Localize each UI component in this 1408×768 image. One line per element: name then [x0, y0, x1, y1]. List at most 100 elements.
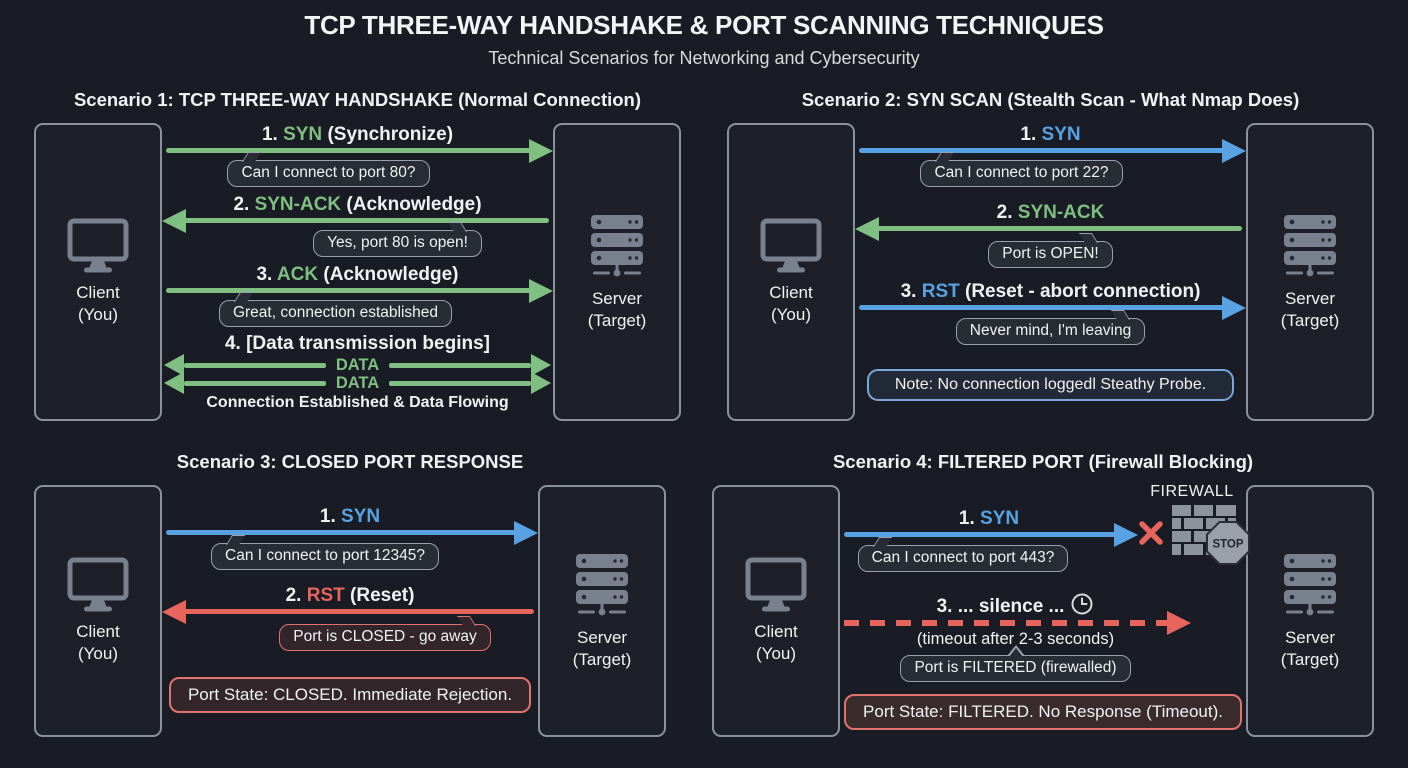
scenario-3: Scenario 3: CLOSED PORT RESPONSE Client …: [34, 451, 667, 737]
data-arrow: DATA: [164, 354, 552, 376]
arrow-head: [529, 279, 553, 303]
firewall: FIREWALL: [1132, 483, 1252, 585]
step-description: (Reset - abort connection): [965, 281, 1201, 302]
port-state-filtered: Port State: FILTERED. No Response (Timeo…: [844, 694, 1242, 730]
server-label: Server (Target): [1281, 288, 1340, 332]
syn-arrow: [842, 523, 1138, 547]
data-label: DATA: [335, 356, 380, 374]
step-label-ack: 3. ACK (Acknowledge): [164, 263, 551, 287]
step-keyword: SYN-ACK: [1017, 202, 1105, 223]
server-label-line2: (Target): [572, 649, 632, 669]
arrow-line: [166, 530, 517, 535]
scenario-1-title: Scenario 1: TCP THREE-WAY HANDSHAKE (Nor…: [73, 89, 642, 110]
client-label-line1: Client: [76, 283, 120, 302]
scenario-1-flow: 1. SYN (Synchronize) Can I connect to po…: [162, 123, 553, 421]
client-label: Client (You): [76, 282, 119, 326]
bubble-row: Port is OPEN!: [857, 233, 1244, 268]
note-row: Note: No connection loggedl Steathy Prob…: [857, 369, 1244, 401]
server-label-line2: (Target): [587, 310, 647, 330]
step-keyword: ACK: [276, 264, 319, 285]
step-label-syn: 1. SYN: [842, 507, 1136, 531]
arrow-line: [184, 218, 549, 223]
arrow-head: [162, 600, 186, 624]
silence-text: 3. ... silence ...: [936, 596, 1065, 617]
synack-arrow: [855, 217, 1244, 241]
port-state-closed: Port State: CLOSED. Immediate Rejection.: [168, 677, 532, 713]
client-label-line2: (You): [770, 305, 811, 324]
server-box: Server (Target): [538, 485, 667, 737]
step-keyword: RST: [306, 585, 345, 606]
server-icon: [1284, 553, 1336, 615]
step-label-syn: 1. SYN: [164, 505, 536, 529]
client-label-line2: (You): [77, 644, 118, 663]
blocked-x-icon: [1139, 521, 1163, 545]
server-label: Server (Target): [588, 288, 647, 332]
arrow-head: [164, 354, 184, 376]
step-number: 1.: [319, 506, 336, 527]
step-label-synack: 2. SYN-ACK: [857, 201, 1244, 225]
step-label-syn: 1. SYN: [857, 123, 1244, 147]
arrow-line: [859, 305, 1224, 310]
stealth-note: Note: No connection loggedl Steathy Prob…: [867, 369, 1234, 401]
speech-bubble: Can I connect to port 12345?: [211, 543, 439, 570]
monitor-icon: [67, 557, 129, 612]
speech-bubble: Can I connect to port 443?: [857, 545, 1069, 572]
bubble-row: Yes, port 80 is open!: [164, 225, 551, 257]
step-keyword: RST: [921, 281, 960, 302]
speech-bubble: Port is OPEN!: [988, 241, 1113, 268]
client-label: Client (You): [754, 621, 797, 665]
arrow-line: [389, 380, 532, 386]
scenario-row-bottom: Scenario 3: CLOSED PORT RESPONSE Client …: [0, 451, 1408, 737]
rst-arrow: [162, 600, 536, 624]
server-box: Server (Target): [1246, 485, 1374, 737]
client-label-line1: Client: [754, 622, 798, 641]
page-subtitle: Technical Scenarios for Networking and C…: [488, 48, 920, 68]
data-label: DATA: [335, 374, 380, 392]
server-box: Server (Target): [553, 123, 681, 421]
speech-bubble: Port is FILTERED (firewalled): [900, 645, 1131, 682]
step-description: (Synchronize): [327, 124, 454, 145]
scenario-4-flow: FIREWALL: [840, 483, 1250, 737]
page-title: TCP THREE-WAY HANDSHAKE & PORT SCANNING …: [304, 10, 1104, 40]
scenario-2: Scenario 2: SYN SCAN (Stealth Scan - Wha…: [727, 89, 1374, 421]
scenario-2-body: Client (You) 1. SYN Can I connect to por…: [727, 123, 1374, 421]
step-description: (Acknowledge): [323, 264, 459, 285]
stop-sign-text: STOP: [1212, 539, 1243, 551]
arrow-line: [844, 532, 1116, 537]
server-icon: [591, 214, 643, 276]
bubble-row: Great, connection established: [164, 295, 551, 327]
server-icon: [576, 553, 629, 615]
step-number: 3.: [256, 264, 273, 285]
step-number: 1.: [958, 508, 975, 529]
client-box: Client (You): [34, 123, 162, 421]
arrow-head: [531, 354, 552, 376]
server-label-line1: Server: [576, 627, 628, 647]
scenario-4-body: Client (You) FIREWALL: [712, 483, 1374, 737]
arrow-line: [166, 288, 531, 293]
arrow-head: [162, 209, 186, 233]
step-label-silence: 3. ... silence ...: [842, 592, 1189, 619]
bubble-row: Can I connect to port 80?: [164, 155, 551, 187]
scenario-3-title: Scenario 3: CLOSED PORT RESPONSE: [176, 451, 524, 472]
data-arrow: DATA: [164, 372, 552, 394]
bubble-row: Port is CLOSED - go away: [164, 616, 536, 651]
scenario-3-flow: 1. SYN Can I connect to port 12345? 2. R…: [162, 485, 539, 737]
server-label-line2: (Target): [1280, 649, 1340, 669]
scenario-4: Scenario 4: FILTERED PORT (Firewall Bloc…: [712, 451, 1374, 737]
arrow-head: [514, 521, 539, 545]
bubble-row: Never mind, I'm leaving: [857, 312, 1244, 345]
scenario-4-title: Scenario 4: FILTERED PORT (Firewall Bloc…: [832, 451, 1254, 472]
step-number: 1.: [261, 124, 278, 145]
step-keyword: SYN: [980, 508, 1020, 529]
server-label: Server (Target): [1281, 627, 1340, 671]
arrow-head: [1167, 611, 1191, 635]
bubble-row: Can I connect to port 12345?: [164, 537, 536, 570]
speech-bubble: Port is CLOSED - go away: [279, 624, 491, 651]
step-description: (Acknowledge): [346, 194, 482, 215]
bubble-row: Can I connect to port 22?: [857, 155, 1244, 187]
client-label-line2: (You): [756, 644, 797, 663]
status-row: Port State: CLOSED. Immediate Rejection.: [164, 677, 536, 713]
stop-sign-icon: STOP: [1206, 521, 1250, 565]
step-number: 1.: [1020, 124, 1037, 145]
arrow-head: [164, 372, 184, 394]
